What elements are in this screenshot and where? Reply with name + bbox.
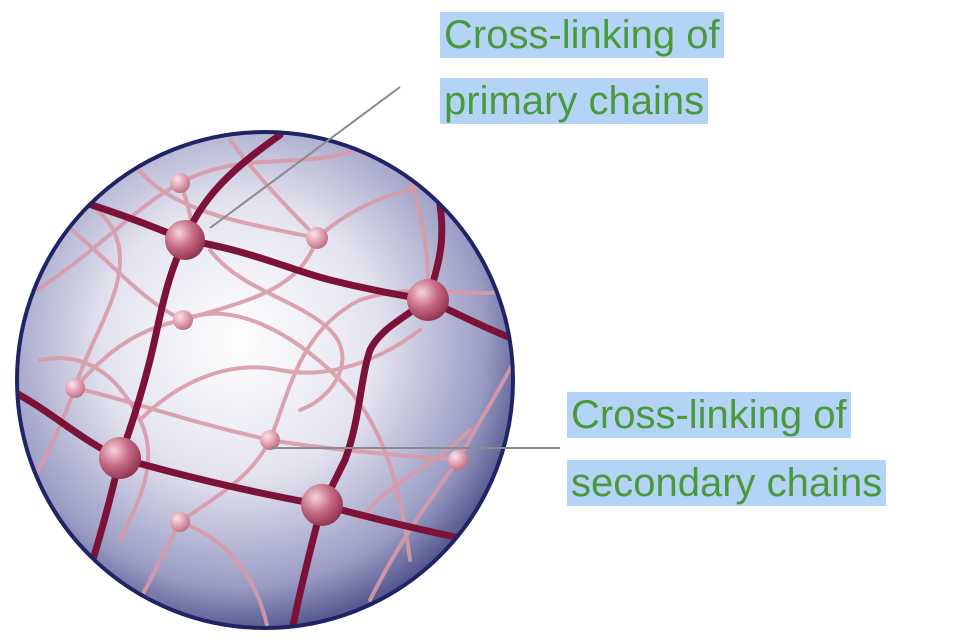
secondary-label-text-1: Cross-linking of (571, 393, 847, 437)
primary-label-text-2: primary chains (444, 79, 704, 123)
secondary-label-line-1: Cross-linking of (567, 392, 851, 438)
primary-label-line-1: Cross-linking of (440, 12, 724, 58)
secondary-label-line-2: secondary chains (567, 460, 886, 506)
secondary-label-text-2: secondary chains (571, 461, 882, 505)
primary-label-text-1: Cross-linking of (444, 13, 720, 57)
primary-label-line-2: primary chains (440, 78, 708, 124)
